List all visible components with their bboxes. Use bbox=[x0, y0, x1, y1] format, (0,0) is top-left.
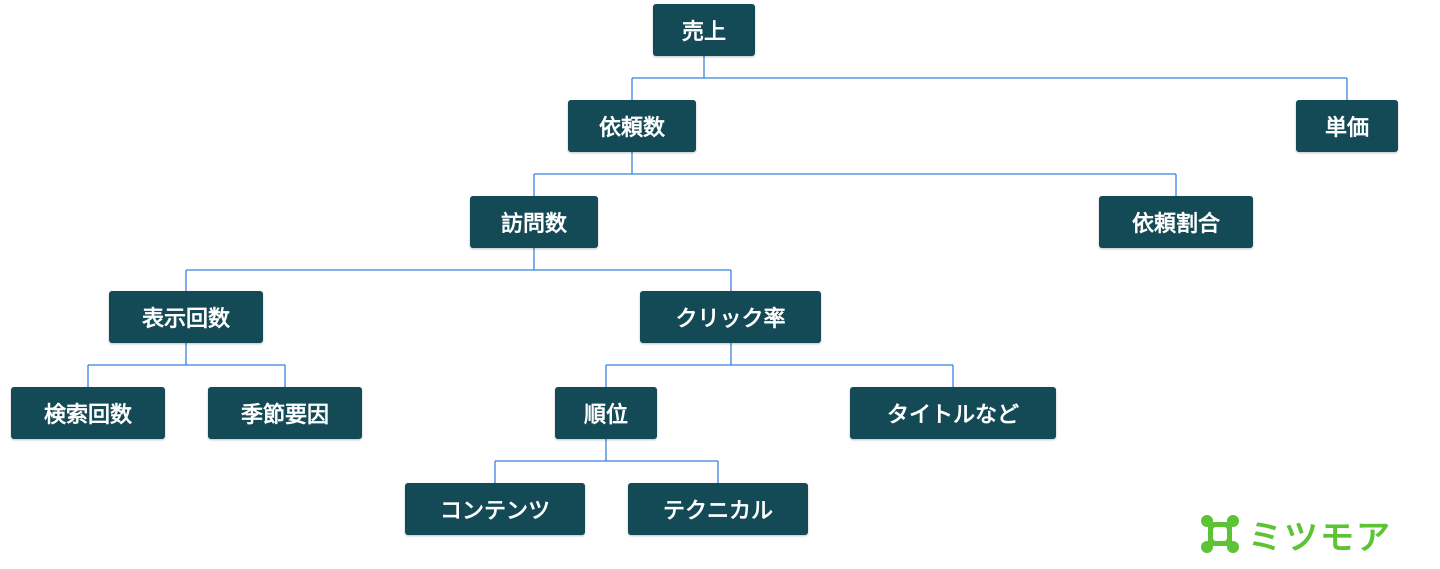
node-houmon: 訪問数 bbox=[470, 196, 598, 248]
mitsumore-logo-icon bbox=[1201, 515, 1239, 553]
edge-houmon-children bbox=[185, 248, 732, 291]
node-title: タイトルなど bbox=[850, 387, 1056, 439]
node-tanka: 単価 bbox=[1296, 100, 1398, 152]
edge-click-children bbox=[605, 343, 954, 387]
node-iraisu: 依頼数 bbox=[568, 100, 696, 152]
mitsumore-logo: ミツモア bbox=[1200, 511, 1392, 558]
node-hyouji: 表示回数 bbox=[109, 291, 263, 343]
logo-text: ミツモア bbox=[1248, 517, 1392, 558]
node-technical: テクニカル bbox=[628, 483, 808, 535]
node-click-rate: クリック率 bbox=[640, 291, 821, 343]
node-juni: 順位 bbox=[555, 387, 657, 439]
node-iraiwari: 依頼割合 bbox=[1099, 196, 1253, 248]
edge-uriage-children bbox=[631, 56, 1348, 100]
edge-juni-children bbox=[494, 439, 719, 483]
node-kensaku: 検索回数 bbox=[11, 387, 165, 439]
edge-hyouji-children bbox=[87, 343, 286, 387]
node-content: コンテンツ bbox=[405, 483, 585, 535]
node-uriage: 売上 bbox=[653, 4, 755, 56]
node-kisetsu: 季節要因 bbox=[208, 387, 362, 439]
edge-iraisu-children bbox=[533, 152, 1177, 196]
